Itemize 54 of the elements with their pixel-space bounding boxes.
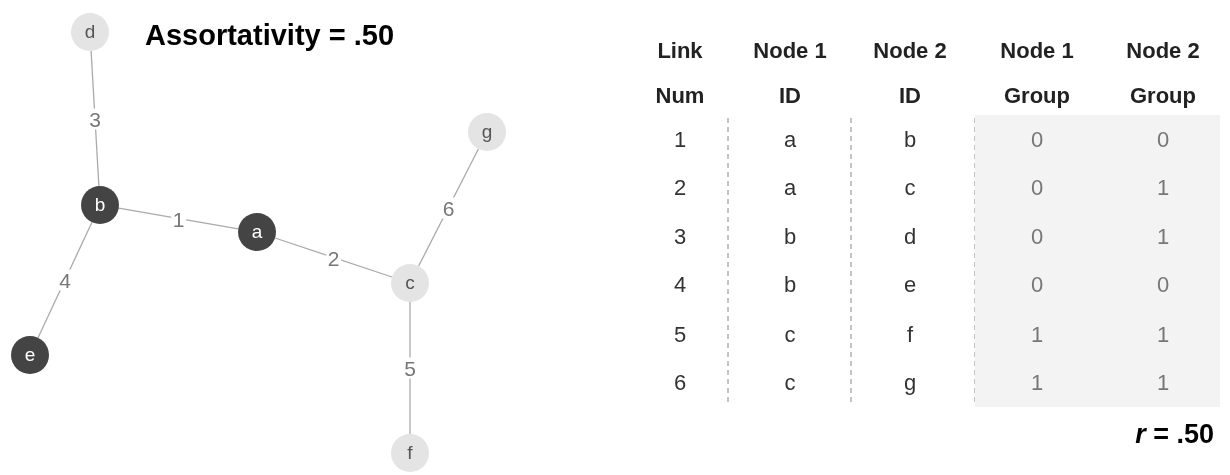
table-value: 4 — [673, 274, 687, 296]
graph-node: a — [238, 213, 276, 251]
table-value: c — [904, 177, 916, 199]
table-value: b — [903, 129, 917, 151]
column-header: Node 2 Group — [1125, 37, 1201, 110]
edge-label: 3 — [87, 108, 103, 129]
table-value: 1 — [1030, 372, 1044, 394]
table-value: 1 — [673, 129, 687, 151]
title: Assortativity = .50 — [145, 18, 395, 53]
link-line — [274, 237, 393, 278]
column-header: Node 1 ID — [752, 37, 828, 110]
table-value: 1 — [1156, 177, 1170, 199]
table-value: 0 — [1030, 177, 1044, 199]
table-value: 3 — [673, 226, 687, 248]
table-value: 2 — [673, 177, 687, 199]
column-header: Node 2 ID — [872, 37, 948, 110]
coefficient-text: r = .50 — [1135, 418, 1214, 451]
table-value: g — [903, 372, 917, 394]
table-value: f — [906, 324, 914, 346]
graph-node: c — [391, 264, 429, 302]
link-line — [118, 207, 239, 230]
table-value: d — [903, 226, 917, 248]
table-value: 1 — [1030, 324, 1044, 346]
graph-node: e — [11, 336, 49, 374]
table-value: b — [783, 274, 797, 296]
link-line — [37, 221, 93, 339]
graph-node: g — [468, 113, 506, 151]
table-value: 6 — [673, 372, 687, 394]
table-value: 0 — [1030, 274, 1044, 296]
graph-node: d — [71, 13, 109, 51]
table-value: e — [903, 274, 917, 296]
link-line — [409, 301, 411, 435]
table-value: b — [783, 226, 797, 248]
table-value: 0 — [1030, 226, 1044, 248]
table-value: 0 — [1030, 129, 1044, 151]
table-value: 0 — [1156, 129, 1170, 151]
link-line — [90, 50, 100, 187]
table-value: 0 — [1156, 274, 1170, 296]
table-value: 1 — [1156, 372, 1170, 394]
column-header: Node 1 Group — [999, 37, 1075, 110]
graph-node: b — [81, 186, 119, 224]
link-line — [418, 148, 479, 267]
table-value: a — [783, 129, 797, 151]
edge-label: 5 — [402, 357, 418, 379]
edge-label: 4 — [57, 269, 73, 291]
edge-label: 6 — [440, 197, 457, 218]
table-value: 1 — [1156, 226, 1170, 248]
table-value: 1 — [1156, 324, 1170, 346]
table-value: c — [784, 372, 796, 394]
table-value: a — [783, 177, 797, 199]
column-header: Link Num — [654, 37, 706, 110]
graph-node: f — [391, 434, 429, 472]
table-value: 5 — [673, 324, 687, 346]
table-value: c — [784, 324, 796, 346]
